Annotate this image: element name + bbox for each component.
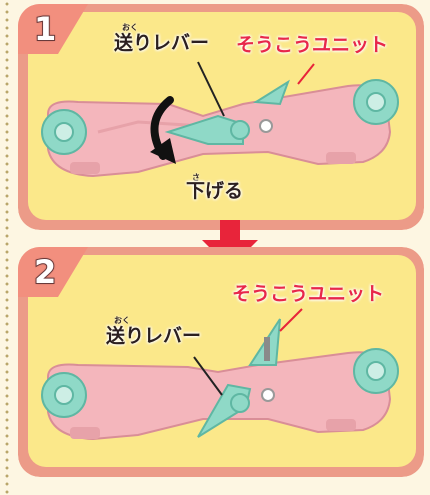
unit-part (252, 79, 290, 106)
step-1-panel: 1 おく 送りレバー そうこうユニット さ 下げる (18, 4, 424, 230)
step-1-illustration (18, 4, 424, 230)
step-number: 2 (33, 252, 57, 292)
action-label: 下げる (186, 180, 244, 202)
lever-part (164, 114, 250, 145)
lever-part (197, 383, 252, 438)
dotted-border (4, 0, 10, 495)
lever-label: 送りレバー (114, 32, 210, 54)
step-2-panel: 2 そうこうユニット おく 送りレバー (18, 247, 424, 477)
left-knob (41, 372, 87, 418)
unit-label: そうこうユニット (232, 283, 385, 305)
lever-ruby: おく (122, 23, 138, 32)
lever-ruby: おく (114, 316, 130, 325)
right-knob (353, 348, 399, 394)
step-number: 1 (33, 9, 57, 49)
rotate-down-arrow-icon (150, 96, 176, 164)
right-knob (353, 79, 399, 125)
lever-label: 送りレバー (106, 325, 202, 347)
action-ruby: さ (192, 173, 200, 182)
step-2-illustration (18, 247, 424, 477)
machine-body (47, 351, 392, 441)
unit-label: そうこうユニット (236, 34, 389, 56)
left-knob (41, 109, 87, 155)
unit-part (248, 318, 281, 366)
